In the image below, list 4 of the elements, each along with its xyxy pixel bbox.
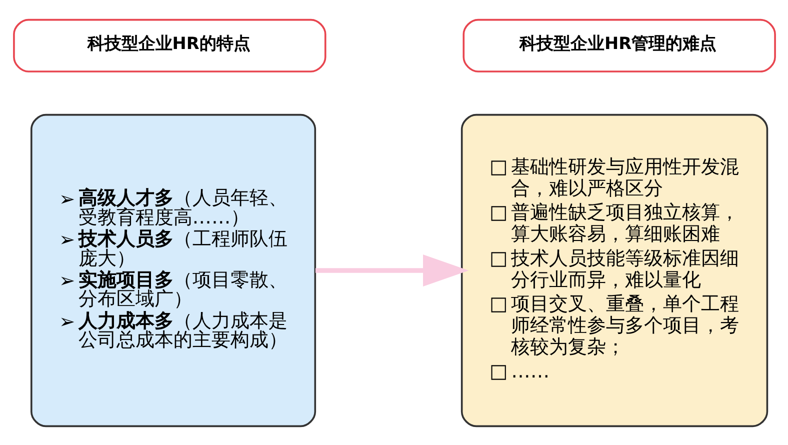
node-box: 科技型企业HR的特点 (12, 18, 326, 72)
arrow (314, 254, 468, 286)
node-box: 科技型企业HR管理的难点 (462, 18, 776, 72)
node-box: □ 基础性研发与应用性开发混合，难以严格区分 □ 普遍性缺乏项目独立核算，算大账容易，算细账困难 □ 技术人员技能等级标准因细分行业而异，难以量化 □ 项目交叉、重叠，单个工程师经常性参与多个项目，考核较为复杂； □ …… (460, 113, 768, 427)
